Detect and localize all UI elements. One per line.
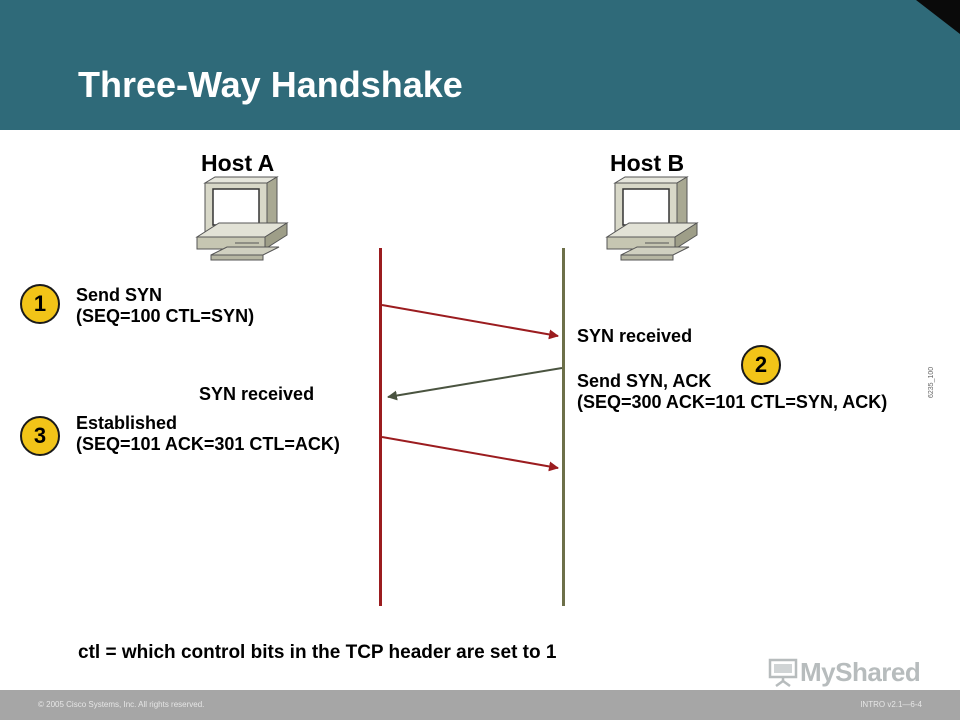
step-3-title: Established [76,413,178,433]
step-2-received: SYN received [577,326,693,346]
slide-number: INTRO v2.1—6-4 [860,700,922,709]
step-2-title: Send SYN, ACK [577,371,712,391]
corner-decoration [916,0,960,34]
slide-title: Three-Way Handshake [78,64,463,105]
host-b-label: Host B [610,150,685,176]
step-3-received: SYN received [199,384,315,404]
myshared-logo: MyShared [768,656,921,687]
step-1-title: Send SYN [76,285,163,305]
step-3-badge: 3 [20,416,60,456]
step-2-badge: 2 [741,345,781,385]
host-a-label: Host A [201,150,275,176]
copyright-text: © 2005 Cisco Systems, Inc. All rights re… [38,700,205,709]
ack-arrow [381,436,559,472]
host-a-timeline [379,248,382,606]
step-3-message: Established (SEQ=101 ACK=301 CTL=ACK) [76,413,340,455]
presentation-board-icon [768,658,798,687]
title-bar: Three-Way Handshake [0,0,960,130]
host-b-timeline [562,248,565,606]
step-1-detail: (SEQ=100 CTL=SYN) [76,306,255,326]
control-bits-footnote: ctl = which control bits in the TCP head… [78,642,557,663]
logo-text: MyShared [800,656,921,687]
host-b-computer-icon [605,176,699,261]
syn-ack-arrow [387,367,563,401]
step-2-detail: (SEQ=300 ACK=101 CTL=SYN, ACK) [577,392,888,412]
step-1-badge: 1 [20,284,60,324]
step-1-message: Send SYN (SEQ=100 CTL=SYN) [76,285,254,327]
footer-bar: © 2005 Cisco Systems, Inc. All rights re… [0,690,960,720]
host-a-computer-icon [195,176,289,261]
step-3-detail: (SEQ=101 ACK=301 CTL=ACK) [76,434,340,454]
step-2-message: Send SYN, ACK (SEQ=300 ACK=101 CTL=SYN, … [577,371,887,413]
syn-arrow [381,304,559,340]
figure-id: 6235_100 [928,366,935,398]
